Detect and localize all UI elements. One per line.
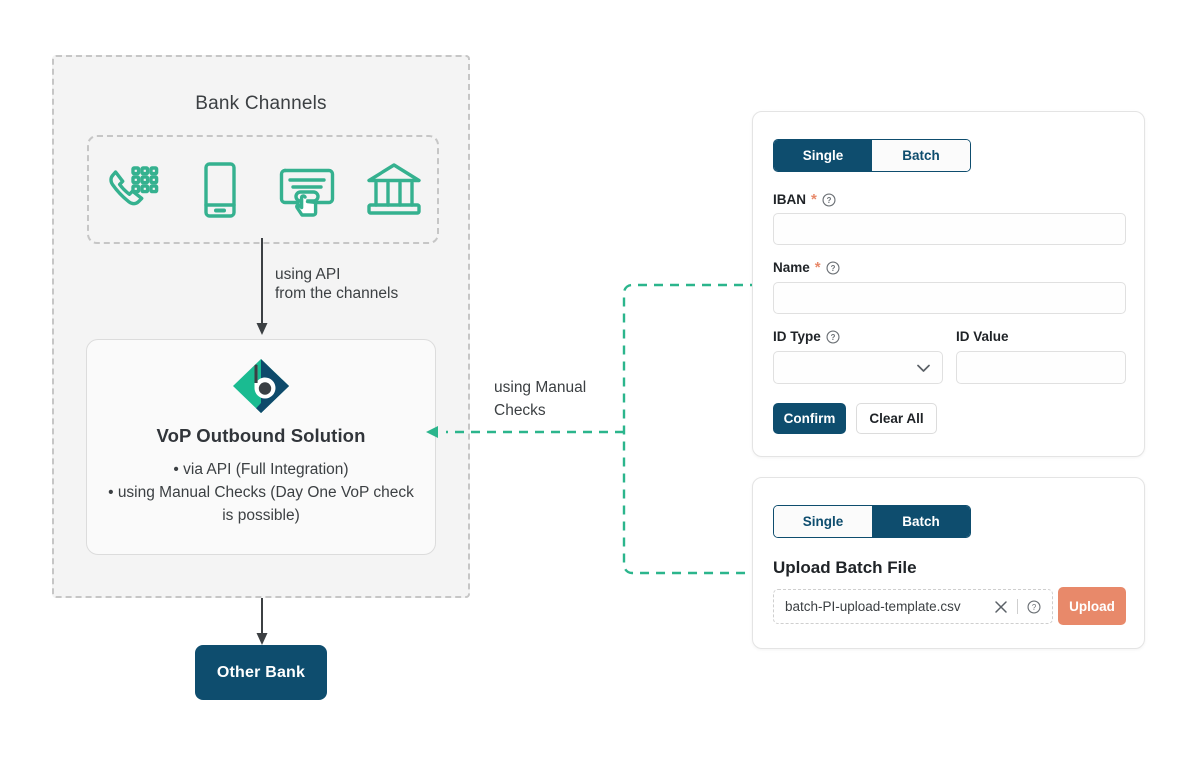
- batch-card-tab-group: Single Batch: [773, 505, 971, 538]
- channel-icons-group: [87, 135, 439, 244]
- batch-upload-card: Single Batch Upload Batch File batch-PI-…: [752, 477, 1145, 649]
- id-type-label: ID Type ?: [773, 329, 840, 344]
- api-flow-arrow: [252, 238, 272, 343]
- svg-text:?: ?: [830, 263, 835, 272]
- file-help-icon[interactable]: ?: [1027, 599, 1041, 614]
- tab-single[interactable]: Single: [774, 506, 872, 537]
- iban-label-text: IBAN: [773, 192, 806, 207]
- iban-label: IBAN * ?: [773, 192, 836, 207]
- id-value-input[interactable]: [956, 351, 1126, 384]
- close-icon[interactable]: [994, 600, 1008, 614]
- manual-checks-label: using Manual Checks: [494, 379, 587, 419]
- name-label-text: Name: [773, 260, 810, 275]
- file-drop-zone[interactable]: batch-PI-upload-template.csv ?: [773, 589, 1053, 624]
- other-bank-node[interactable]: Other Bank: [195, 645, 327, 700]
- vop-bullet-item: via API (Full Integration): [101, 458, 421, 481]
- touchscreen-tap-icon: [276, 159, 338, 221]
- svg-text:?: ?: [826, 195, 831, 204]
- api-flow-label: using API from the channels: [275, 266, 399, 302]
- name-label: Name * ?: [773, 260, 840, 275]
- tab-batch[interactable]: Batch: [872, 506, 970, 537]
- id-value-label: ID Value: [956, 329, 1009, 344]
- confirm-button[interactable]: Confirm: [773, 403, 846, 434]
- svg-text:?: ?: [830, 332, 835, 341]
- id-type-label-text: ID Type: [773, 329, 821, 344]
- mobile-phone-icon: [189, 159, 251, 221]
- single-check-card: Single Batch IBAN * ? Name * ? ID Type: [752, 111, 1145, 457]
- id-type-select[interactable]: [773, 351, 943, 384]
- phone-keypad-icon: [102, 159, 164, 221]
- upload-button[interactable]: Upload: [1058, 587, 1126, 625]
- vop-bullet-item: using Manual Checks (Day One VoP check i…: [101, 481, 421, 527]
- bank-channels-title: Bank Channels: [195, 93, 327, 114]
- iban-input[interactable]: [773, 213, 1126, 245]
- name-input[interactable]: [773, 282, 1126, 314]
- tab-single[interactable]: Single: [774, 140, 872, 171]
- name-help-icon[interactable]: ?: [826, 260, 840, 275]
- tab-batch[interactable]: Batch: [872, 140, 970, 171]
- vop-diamond-logo: [230, 357, 292, 415]
- uploaded-file-name: batch-PI-upload-template.csv: [785, 599, 961, 614]
- upload-batch-file-heading: Upload Batch File: [773, 558, 917, 577]
- vop-title: VoP Outbound Solution: [156, 425, 366, 446]
- svg-text:?: ?: [1032, 602, 1037, 611]
- vop-bullet-list: via API (Full Integration) using Manual …: [87, 458, 435, 527]
- bank-building-icon: [363, 159, 425, 221]
- id-value-label-text: ID Value: [956, 329, 1009, 344]
- name-required-asterisk: *: [814, 259, 821, 276]
- iban-required-asterisk: *: [811, 191, 817, 208]
- chevron-down-icon: [917, 364, 930, 372]
- id-type-help-icon[interactable]: ?: [826, 329, 840, 344]
- manual-checks-connector: [424, 275, 764, 600]
- vop-outbound-solution-card: VoP Outbound Solution via API (Full Inte…: [86, 339, 436, 555]
- other-bank-flow-arrow: [252, 598, 272, 653]
- divider: [1017, 599, 1018, 614]
- clear-all-button[interactable]: Clear All: [856, 403, 937, 434]
- single-card-tab-group: Single Batch: [773, 139, 971, 172]
- iban-help-icon[interactable]: ?: [822, 192, 836, 207]
